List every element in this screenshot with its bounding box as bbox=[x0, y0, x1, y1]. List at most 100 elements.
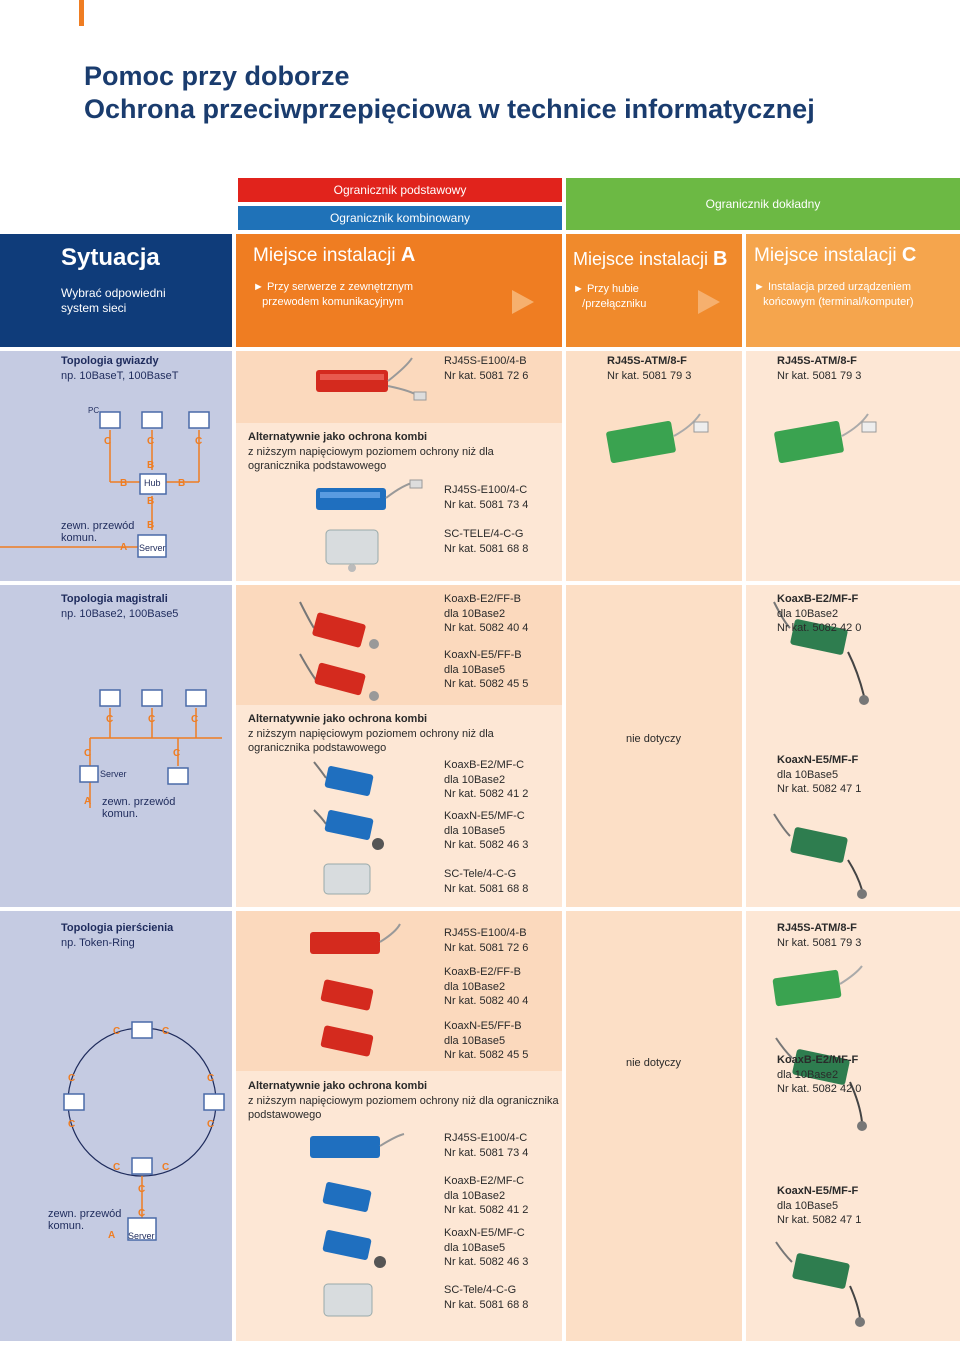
situation-title: Sytuacja bbox=[61, 244, 160, 271]
node-c-label: C bbox=[104, 436, 112, 447]
product-sub: dla 10Base2 bbox=[444, 773, 506, 786]
product-sub: dla 10Base2 bbox=[444, 980, 506, 993]
row3-b bbox=[566, 911, 742, 1341]
location-a-head: Miejsce instalacji bbox=[253, 245, 401, 266]
row1-a-basic bbox=[236, 351, 562, 423]
alt-line-2: ogranicznika podstawowego bbox=[248, 742, 387, 754]
location-a-t1: ► Przy serwerze z zewnętrznym bbox=[253, 281, 414, 293]
location-a-t2: przewodem komunikacyjnym bbox=[262, 296, 404, 308]
location-b-t1: ► Przy hubie bbox=[573, 283, 639, 295]
alt-line-1: z niższym napięciowym poziomem ochrony n… bbox=[248, 1094, 559, 1107]
row1-a-combi bbox=[236, 423, 562, 581]
node-b-label: B bbox=[147, 520, 155, 531]
node-c-label: C bbox=[68, 1073, 76, 1084]
product-cat: Nr kat. 5081 73 4 bbox=[444, 1146, 529, 1159]
product-cat: Nr kat. 5082 40 4 bbox=[444, 622, 529, 634]
header-basic-limiter: Ogranicznik podstawowy bbox=[238, 178, 562, 202]
product-cat: Nr kat. 5081 73 4 bbox=[444, 498, 529, 511]
row3-topo-title: Topologia pierścienia bbox=[61, 922, 174, 934]
title-line-2: Ochrona przeciwprzepięciowa w technice i… bbox=[84, 94, 815, 124]
product-name: KoaxB-E2/MF-F bbox=[777, 593, 859, 605]
location-b-t2: /przełączniku bbox=[582, 298, 647, 310]
node-b-label: B bbox=[147, 496, 155, 507]
product-name: RJ45S-E100/4-C bbox=[444, 484, 528, 496]
product-cat: Nr kat. 5081 68 8 bbox=[444, 1298, 529, 1311]
server-label: Server bbox=[139, 543, 166, 553]
product-cat: Nr kat. 5081 72 6 bbox=[444, 369, 529, 382]
product-name: RJ45S-E100/4-B bbox=[444, 355, 527, 367]
grey-junction-box bbox=[325, 529, 379, 572]
product-name: KoaxB-E2/MF-F bbox=[777, 1054, 859, 1066]
node-c-label: C bbox=[113, 1162, 121, 1173]
product-cat: Nr kat. 5082 47 1 bbox=[777, 783, 862, 795]
accent-bar bbox=[79, 0, 84, 26]
product-cat: Nr kat. 5082 45 5 bbox=[444, 678, 529, 690]
product-name: KoaxN-E5/MF-C bbox=[444, 1227, 525, 1239]
row3-topology-panel bbox=[0, 911, 232, 1341]
row2-topology-label: Topologia magistrali np. 10Base2, 100Base… bbox=[61, 592, 178, 621]
node-c-label: C bbox=[191, 714, 199, 725]
location-a-text: ► Przy serwerze z zewnętrznym przewodem … bbox=[253, 280, 413, 310]
product-cat: Nr kat. 5082 45 5 bbox=[444, 1049, 529, 1061]
row3-a-basic bbox=[236, 911, 562, 1071]
ext-cable-1: zewn. przewód bbox=[102, 796, 176, 808]
product-cat: Nr kat. 5081 72 6 bbox=[444, 941, 529, 954]
product-name: KoaxN-E5/FF-B bbox=[444, 649, 522, 661]
product-name: SC-Tele/4-C-G bbox=[444, 868, 517, 880]
ext-cable-1: zewn. przewód bbox=[48, 1208, 122, 1220]
ring-topology-diagram bbox=[63, 1021, 225, 1241]
product-name: RJ45S-ATM/8-F bbox=[607, 355, 687, 367]
location-c-t2: końcowym (terminal/komputer) bbox=[763, 296, 914, 308]
row2-c2-product: KoaxN-E5/MF-F dla 10Base5 Nr kat. 5082 47 … bbox=[777, 753, 861, 797]
product-sub: dla 10Base2 bbox=[777, 1068, 839, 1081]
product-name: RJ45S-ATM/8-F bbox=[777, 355, 857, 367]
location-b-header: Miejsce instalacji B ► Przy hubie /przeł… bbox=[566, 234, 742, 347]
row2-topo-sub: np. 10Base2, 100Base5 bbox=[61, 607, 179, 620]
product-sub: dla 10Base2 bbox=[777, 607, 839, 620]
blue-rj45-protector bbox=[316, 479, 423, 510]
pc-label: PC bbox=[88, 406, 100, 415]
location-a-header: Miejsce instalacji A ► Przy serwerze z z… bbox=[236, 234, 562, 347]
blue-protectors bbox=[310, 1133, 405, 1317]
green-protectors bbox=[772, 965, 867, 1131]
node-c-label: C bbox=[106, 714, 114, 725]
product-sub: dla 10Base5 bbox=[777, 768, 839, 781]
header-fine-limiter: Ogranicznik dokładny bbox=[566, 178, 960, 230]
green-coax-protector bbox=[773, 601, 869, 705]
hub-label: Hub bbox=[144, 478, 161, 488]
row2-b-not-applicable: nie dotyczy bbox=[626, 733, 682, 745]
situation-text-1: Wybrać odpowiedni bbox=[61, 286, 166, 300]
node-b-label: B bbox=[178, 478, 186, 489]
product-cat: Nr kat. 5082 40 4 bbox=[444, 995, 529, 1007]
alt-line-1: z niższym napięciowym poziomem ochrony n… bbox=[248, 445, 494, 458]
row2-topology-panel bbox=[0, 585, 232, 907]
node-c-label: C bbox=[195, 436, 203, 447]
row1-a-product: RJ45S-E100/4-B Nr kat. 5081 72 6 bbox=[444, 354, 528, 383]
node-c-label: C bbox=[207, 1073, 215, 1084]
product-sub: dla 10Base2 bbox=[444, 1189, 506, 1202]
alt-line-2: podstawowego bbox=[248, 1109, 322, 1121]
node-b-label: B bbox=[147, 460, 155, 471]
row2-topo-title: Topologia magistrali bbox=[61, 593, 168, 605]
red-rj45-protector bbox=[316, 357, 427, 401]
ext-cable-2: komun. bbox=[48, 1220, 85, 1232]
product-cat: Nr kat. 5082 46 3 bbox=[444, 839, 529, 851]
node-a-label: A bbox=[84, 796, 92, 807]
product-name: KoaxN-E5/MF-F bbox=[777, 754, 859, 766]
product-cat: Nr kat. 5082 41 2 bbox=[444, 1204, 529, 1216]
alt-line-2: ogranicznika podstawowego bbox=[248, 460, 387, 472]
green-coax-protector bbox=[775, 1241, 865, 1327]
